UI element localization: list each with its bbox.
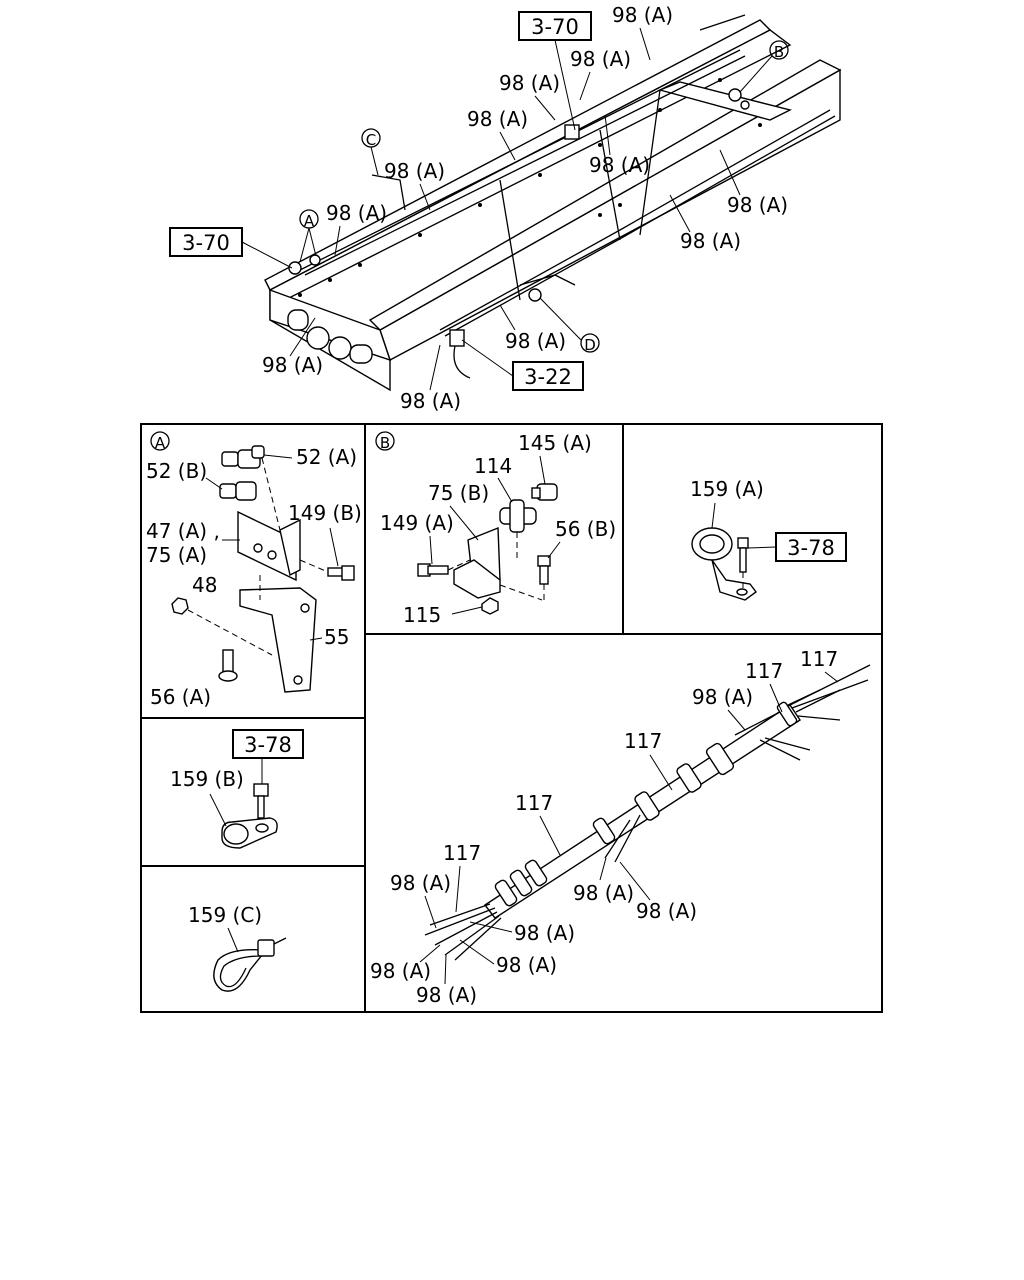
- label-98a: 98 (A): [370, 959, 431, 983]
- label-149a: 149 (A): [380, 511, 454, 535]
- label-48: 48: [192, 573, 217, 597]
- callout-98a: 98 (A): [612, 3, 673, 27]
- detail-panel-159b: 3-78 159 (B): [170, 729, 304, 849]
- callout-98a: 98 (A): [262, 353, 323, 377]
- ref-label: 3-22: [524, 365, 572, 389]
- callout-98a: 98 (A): [467, 107, 528, 131]
- label-52b: 52 (B): [146, 459, 207, 483]
- callout-98a: 98 (A): [384, 159, 445, 183]
- label-117: 117: [515, 791, 553, 815]
- label-149b: 149 (B): [288, 501, 362, 525]
- callout-98a: 98 (A): [680, 229, 741, 253]
- ref-label: 3-78: [244, 733, 292, 757]
- label-52a: 52 (A): [296, 445, 357, 469]
- label-98a: 98 (A): [416, 983, 477, 1007]
- svg-text:A: A: [304, 212, 315, 230]
- label-145a: 145 (A): [518, 431, 592, 455]
- label-115: 115: [403, 603, 441, 627]
- label-75b: 75 (B): [428, 481, 489, 505]
- detail-panel-b: B 145 (A) 114 75 (B) 149 (A) 56 (B) 115: [375, 431, 616, 627]
- circle-marker-a-top: A: [299, 209, 319, 263]
- callout-98a: 98 (A): [727, 193, 788, 217]
- circle-marker-d-top: D: [539, 297, 600, 354]
- circle-marker-b-top: B: [739, 40, 789, 93]
- callout-98a: 98 (A): [589, 153, 650, 177]
- chassis-frame-drawing: [264, 14, 842, 392]
- svg-text:B: B: [774, 43, 784, 61]
- ref-box-3-70-top: 3-70: [518, 11, 592, 41]
- panel-b-marker: B: [380, 434, 390, 452]
- label-117: 117: [624, 729, 662, 753]
- ref-label: 3-78: [787, 536, 835, 560]
- ref-box-3-78: [232, 729, 304, 759]
- label-159b: 159 (B): [170, 767, 244, 791]
- panel-a-marker: A: [155, 434, 166, 452]
- callout-98a: 98 (A): [570, 47, 631, 71]
- label-47a: 47 (A) ,: [146, 519, 220, 543]
- detail-panel-harness: 117 117 98 (A) 117 117 117 98 (A) 98 (A)…: [370, 647, 871, 1007]
- top-callouts: 98 (A) 98 (A) 98 (A) 98 (A) 98 (A) 98 (A…: [262, 3, 788, 413]
- label-56b: 56 (B): [555, 517, 616, 541]
- label-75a: 75 (A): [146, 543, 207, 567]
- detail-panel-159a: 159 (A) 3-78: [690, 477, 847, 601]
- label-114: 114: [474, 454, 512, 478]
- detail-panel-a: A 52 (A) 52 (B) 47 (A) , 75 (A): [146, 431, 362, 709]
- callout-98a: 98 (A): [499, 71, 560, 95]
- circle-marker-c-top: C: [361, 128, 381, 176]
- label-98a: 98 (A): [636, 899, 697, 923]
- label-98a: 98 (A): [573, 881, 634, 905]
- label-98a: 98 (A): [514, 921, 575, 945]
- label-55: 55: [324, 625, 349, 649]
- svg-text:C: C: [366, 131, 376, 149]
- callout-98a: 98 (A): [326, 201, 387, 225]
- label-117: 117: [800, 647, 838, 671]
- label-56a: 56 (A): [150, 685, 211, 709]
- label-159c: 159 (C): [188, 903, 262, 927]
- ref-label: 3-70: [531, 15, 579, 39]
- label-159a: 159 (A): [690, 477, 764, 501]
- label-98a: 98 (A): [390, 871, 451, 895]
- callout-98a: 98 (A): [400, 389, 461, 413]
- ref-box-3-22: 3-22: [512, 361, 584, 391]
- label-117: 117: [443, 841, 481, 865]
- detail-grid: [140, 423, 883, 1013]
- label-117: 117: [745, 659, 783, 683]
- label-98a: 98 (A): [496, 953, 557, 977]
- ref-box-3-70-left: 3-70: [169, 227, 243, 257]
- svg-text:D: D: [584, 336, 596, 354]
- label-98a: 98 (A): [692, 685, 753, 709]
- detail-panel-159c: 159 (C): [188, 903, 287, 992]
- ref-label: 3-70: [182, 231, 230, 255]
- callout-98a: 98 (A): [505, 329, 566, 353]
